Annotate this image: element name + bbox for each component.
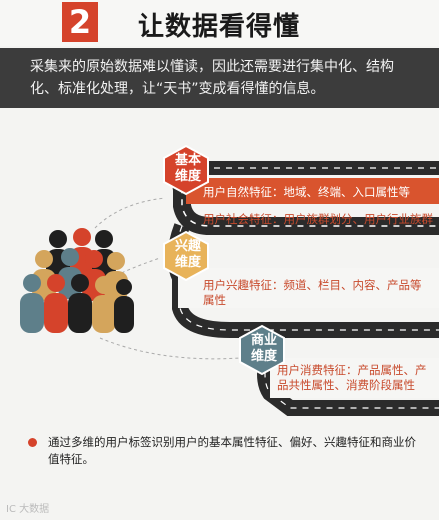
section-number: 2 [62,2,98,42]
badge-interest-line1: 兴趣 [175,239,202,254]
badge-commerce-line2: 维度 [251,349,278,364]
page-title: 让数据看得懂 [138,12,301,42]
badge-interest-line2: 维度 [175,255,202,270]
commerce-item-1: 用户消费特征：产品属性、产品共性属性、消费阶段属性 [277,363,427,392]
interest-item-1: 用户兴趣特征：频道、栏目、内容、产品等属性 [203,278,422,307]
intro-text: 采集来的原始数据难以懂读，因此还需要进行集中化、结构化、标准化处理，让“天书”变… [30,59,394,97]
badge-basic [163,144,209,196]
badge-commerce [239,324,285,376]
badge-commerce-line1: 商业 [251,333,278,348]
summary-text: 通过多维的用户标签识别用户的基本属性特征、偏好、兴趣特征和商业价值特征。 [48,435,416,466]
badge-basic-line1: 基本 [175,153,202,168]
people-icon [20,228,134,333]
intro-band: 采集来的原始数据难以懂读，因此还需要进行集中化、结构化、标准化处理，让“天书”变… [0,48,439,108]
header: 2 让数据看得懂 [0,0,439,46]
badge-interest [163,230,209,282]
basic-item-1: 用户自然特征：地域、终端、入口属性等 [203,185,410,199]
road-diagram [94,144,439,416]
badge-basic-line2: 维度 [175,169,202,184]
bullet-dot [28,438,37,447]
watermark: IC 大数据 [6,504,50,515]
basic-item-2: 用户社会特征：用户族群划分、用户行业族群 [203,212,433,226]
